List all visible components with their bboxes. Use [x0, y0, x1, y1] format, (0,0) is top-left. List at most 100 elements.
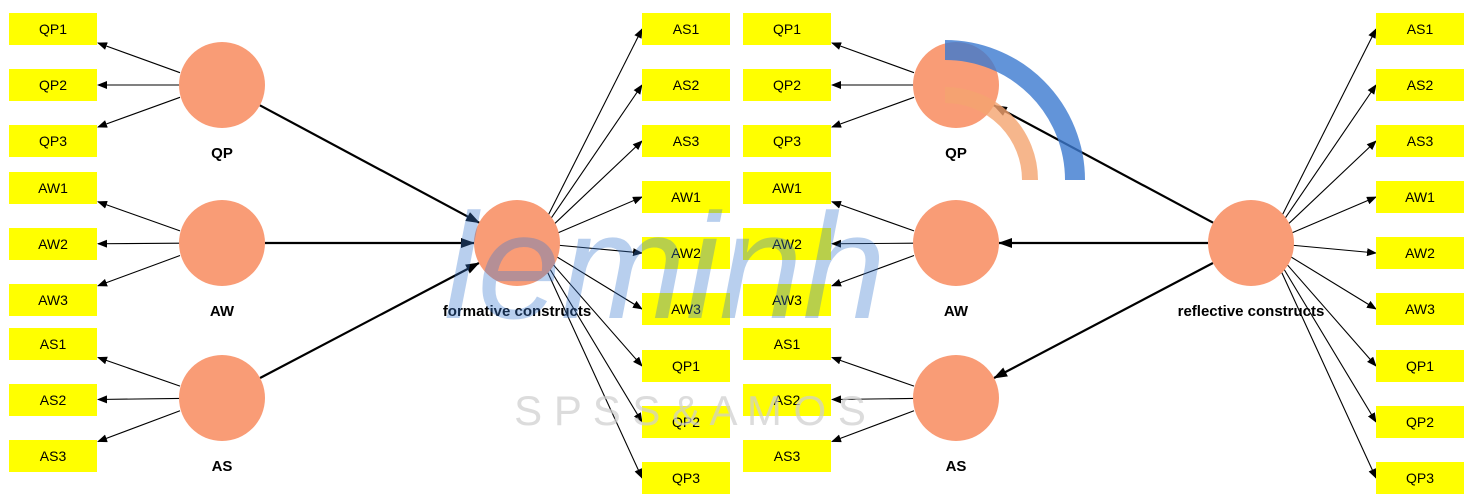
indicator-label: QP3 [773, 133, 801, 149]
indicator-label: AS1 [774, 336, 801, 352]
indicator-label: AW2 [38, 236, 68, 252]
indicator-rect [743, 228, 831, 260]
indicator-box: QP1 [642, 350, 730, 382]
structural-arrow [259, 104, 480, 224]
indicator-box: AS2 [743, 384, 831, 416]
indicator-rect [743, 440, 831, 472]
construct-label: QP [945, 145, 967, 162]
indicator-rect [1376, 125, 1464, 157]
construct-circle [474, 200, 560, 286]
indicator-rect [1376, 13, 1464, 45]
indicator-rect [9, 328, 97, 360]
construct-node: AS [179, 355, 265, 475]
construct-node: formative constructs [443, 200, 591, 320]
indicator-arrow [97, 96, 181, 128]
indicator-rect [743, 384, 831, 416]
watermark-arc-orange [944, 87, 1038, 181]
indicator-box: AW1 [1376, 181, 1464, 213]
indicator-arrow [544, 28, 643, 222]
indicator-arrow [1278, 260, 1377, 423]
indicator-label: AS2 [40, 392, 67, 408]
indicator-arrow [544, 243, 643, 257]
indicator-arrow [97, 239, 181, 248]
indicator-box: QP3 [642, 462, 730, 494]
indicator-box: AW3 [642, 293, 730, 325]
indicator-arrow [544, 266, 643, 479]
indicator-box: QP3 [9, 125, 97, 157]
construct-circle [1208, 200, 1294, 286]
indicator-label: AS1 [673, 21, 700, 37]
indicator-arrow [1278, 84, 1377, 228]
indicator-arrow [831, 395, 915, 404]
watermark-tagline: S P S S & A M O S [514, 387, 866, 434]
indicator-arrow [97, 200, 181, 232]
construct-label: AW [944, 303, 969, 320]
indicator-box: AS1 [9, 328, 97, 360]
indicator-arrow [1278, 249, 1377, 310]
watermark-arc-blue [944, 40, 1085, 181]
indicator-label: AS2 [774, 392, 801, 408]
indicator-rect [642, 125, 730, 157]
indicator-box: QP2 [9, 69, 97, 101]
indicator-box: AW1 [642, 181, 730, 213]
indicator-arrow [1278, 28, 1377, 222]
indicator-rect [9, 69, 97, 101]
indicator-box: QP2 [642, 406, 730, 438]
construct-label: QP [211, 145, 233, 162]
indicator-label: AS2 [1407, 77, 1434, 93]
indicator-box: QP1 [9, 13, 97, 45]
indicator-arrow [831, 410, 915, 443]
construct-label: AS [946, 458, 967, 475]
indicator-box: AS2 [9, 384, 97, 416]
indicator-label: AS3 [1407, 133, 1434, 149]
indicator-label: AS1 [1407, 21, 1434, 37]
indicator-rect [1376, 462, 1464, 494]
indicator-box: AS3 [9, 440, 97, 472]
indicator-rect [642, 69, 730, 101]
indicator-rect [743, 125, 831, 157]
indicator-label: AW2 [1405, 245, 1435, 261]
indicator-arrow [831, 239, 915, 248]
indicator-label: AW3 [772, 292, 802, 308]
indicator-arrow [97, 410, 181, 443]
indicator-box: QP3 [743, 125, 831, 157]
indicator-label: AS1 [40, 336, 67, 352]
construct-label: formative constructs [443, 303, 591, 320]
indicator-rect [642, 462, 730, 494]
indicator-rect [9, 125, 97, 157]
watermark-brand: leminh [444, 182, 886, 350]
indicator-box: QP1 [1376, 350, 1464, 382]
indicator-arrow [1278, 140, 1377, 234]
indicator-box: AW1 [743, 172, 831, 204]
construct-node: AW [913, 200, 999, 320]
indicator-arrow [1278, 266, 1377, 479]
indicator-rect [9, 284, 97, 316]
indicator-rect [9, 228, 97, 260]
structural-arrow [259, 262, 480, 379]
indicator-rect [9, 13, 97, 45]
indicator-rect [642, 237, 730, 269]
construct-circle [179, 200, 265, 286]
indicator-rect [642, 13, 730, 45]
structural-arrow [993, 104, 1214, 224]
indicator-rect [1376, 69, 1464, 101]
indicator-box: AW2 [1376, 237, 1464, 269]
indicator-label: QP1 [672, 358, 700, 374]
indicator-box: AS1 [1376, 13, 1464, 45]
construct-node: AW [179, 200, 265, 320]
indicator-arrow [1278, 243, 1377, 257]
indicator-rect [1376, 293, 1464, 325]
indicator-arrow [544, 260, 643, 423]
indicator-rect [9, 440, 97, 472]
indicator-label: AW1 [671, 189, 701, 205]
indicator-rect [743, 69, 831, 101]
construct-node: reflective constructs [1178, 200, 1324, 320]
indicator-label: QP2 [773, 77, 801, 93]
indicator-rect [9, 384, 97, 416]
indicator-arrow [544, 84, 643, 228]
indicator-box: QP2 [1376, 406, 1464, 438]
construct-label: AS [212, 458, 233, 475]
indicator-label: AW1 [1405, 189, 1435, 205]
indicator-label: QP1 [773, 21, 801, 37]
